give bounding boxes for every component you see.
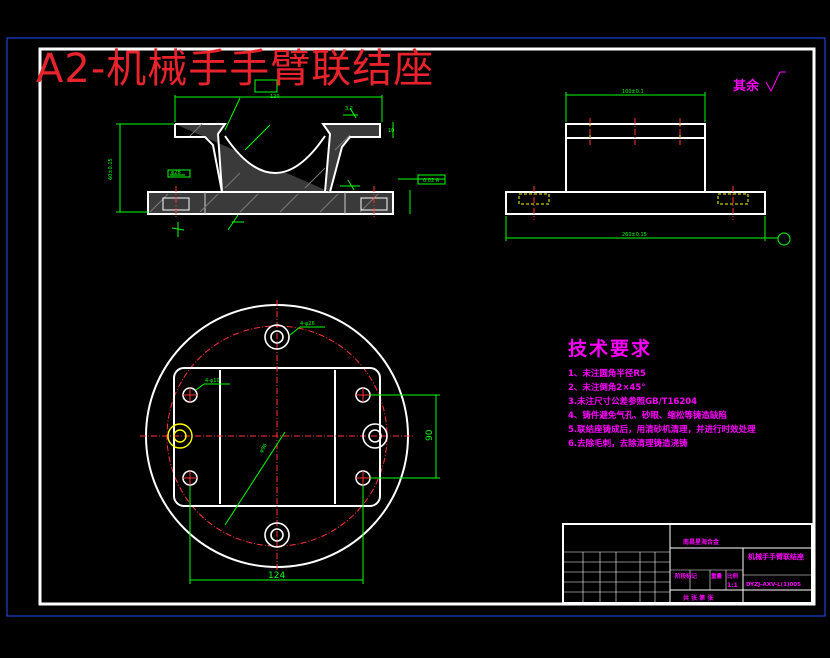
sheets-label: 共 张 第 张: [683, 594, 714, 602]
company-name: 南昌星海合金: [683, 538, 720, 546]
outer-frame: [6, 37, 826, 617]
svg-text:120: 120: [270, 94, 280, 100]
svg-text:4-φ10: 4-φ10: [205, 378, 220, 384]
tech-req-item: 3.未注尺寸公差参照GB/T16204: [568, 397, 698, 407]
tech-req-item: 1、未注圆角半径R5: [568, 369, 646, 379]
dim-right-height: 90: [425, 429, 435, 441]
tech-req-item: 4、铸件避免气孔、砂眼、缩松等铸造缺陷: [568, 411, 727, 421]
tech-req-item: 5.联结座铸成后，用清砂机清理，并进行时效处理: [568, 425, 756, 435]
svg-text:3.2: 3.2: [345, 106, 353, 112]
dim-bottom-width: 124: [268, 571, 285, 581]
technical-requirements: 技术要求 1、未注圆角半径R5 2、未注倒角2×45° 3.未注尺寸公差参照GB…: [568, 334, 790, 451]
roughness-symbol: [765, 71, 786, 93]
svg-text:φ28: φ28: [171, 170, 181, 176]
other-surfaces-label: 其余: [733, 79, 760, 94]
svg-text:60±0.15: 60±0.15: [108, 158, 114, 180]
svg-text:10: 10: [388, 128, 394, 134]
inner-frame: [38, 47, 816, 606]
drawing-number: DYZJ-AXV-L(1)005: [746, 582, 801, 588]
front-dimensions: [116, 79, 446, 237]
top-view: 4-φ26 4-φ10 φ96 124 90: [140, 300, 440, 584]
part-name: 机械手手臂联结座: [748, 552, 804, 561]
front-view: [147, 123, 394, 215]
title-block: [562, 523, 813, 604]
scale: 1:1: [727, 582, 738, 589]
tech-req-item: 6.去除毛刺，去除清理铸造浇铸: [568, 439, 688, 449]
weight-label: 重量: [711, 572, 723, 580]
tech-req-item: 2、未注倒角2×45°: [568, 383, 646, 393]
drawing-title: A2-机械手手臂联结座: [36, 46, 435, 92]
ratio-label: 比例: [727, 572, 739, 580]
svg-text:260±0.15: 260±0.15: [622, 232, 647, 238]
svg-text:φ96: φ96: [259, 443, 269, 454]
tech-req-title: 技术要求: [568, 338, 653, 360]
svg-text:100±0.1: 100±0.1: [622, 89, 644, 95]
tech-req-list: 1、未注圆角半径R5 2、未注倒角2×45° 3.未注尺寸公差参照GB/T162…: [568, 367, 790, 451]
svg-text:0.02 A: 0.02 A: [423, 178, 440, 184]
stage-mark-label: 阶段标记: [675, 572, 698, 580]
svg-text:4-φ26: 4-φ26: [300, 321, 315, 327]
